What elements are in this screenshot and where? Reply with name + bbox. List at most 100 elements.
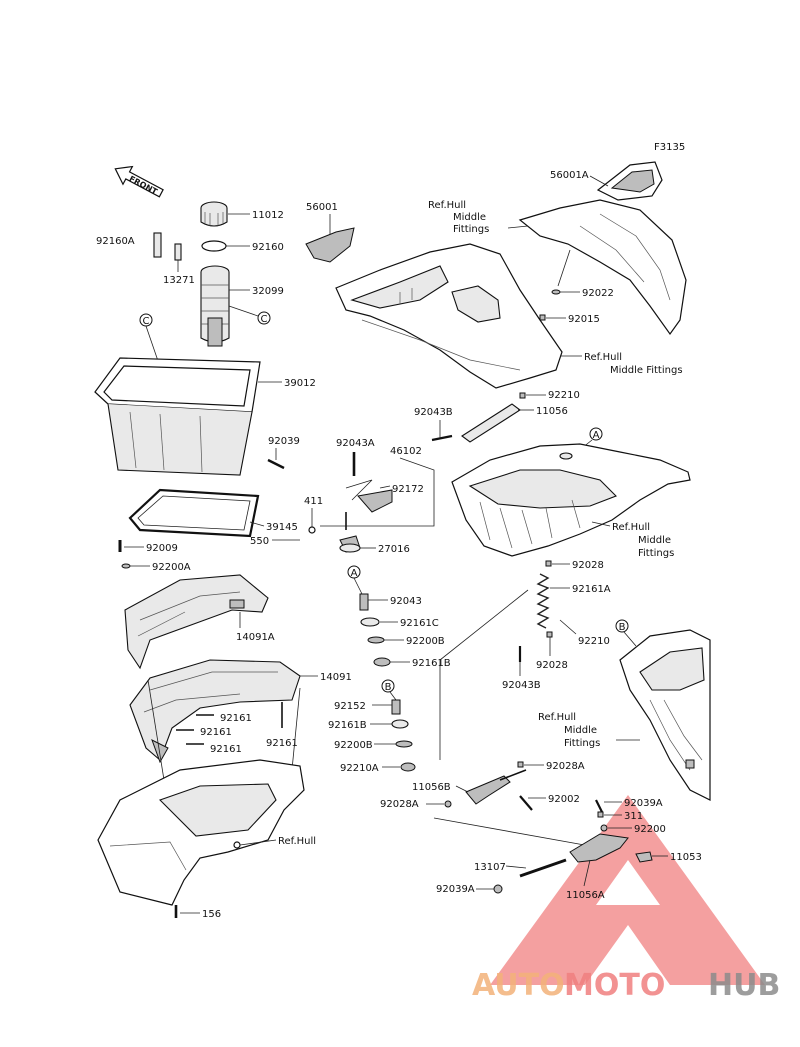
label-ref-hull-3b: Middle — [638, 535, 671, 546]
watermark-logo — [490, 795, 765, 985]
label-39012: 39012 — [284, 378, 316, 389]
part-cap-11012 — [200, 201, 228, 227]
callout-b-center: B — [381, 679, 395, 693]
part-cover-14091 — [129, 659, 301, 764]
svg-text:A: A — [351, 568, 358, 579]
label-92161A: 92161A — [572, 584, 611, 595]
part-cover-14091A — [124, 574, 269, 670]
label-ref-hull-1b: Middle — [453, 212, 486, 223]
part-link-11056B — [465, 769, 527, 805]
label-ref-hull-4a: Ref.Hull — [538, 712, 576, 723]
part-92015 — [539, 314, 546, 321]
part-92022 — [551, 289, 561, 295]
label-11056A: 11056A — [566, 890, 605, 901]
svg-text:C: C — [143, 316, 150, 327]
part-bolt-92039 — [267, 458, 285, 470]
label-92161-b: 92161 — [200, 727, 232, 738]
label-56001A: 56001A — [550, 170, 589, 181]
callout-a-right: A — [589, 427, 603, 441]
part-knob-27016 — [339, 535, 361, 553]
label-92043: 92043 — [390, 596, 422, 607]
label-550: 550 — [250, 536, 269, 547]
part-grill-56001 — [305, 227, 355, 263]
part-latch-92172 — [357, 489, 393, 513]
front-arrow-icon: FRONT — [114, 165, 164, 198]
label-92210A: 92210A — [340, 763, 379, 774]
label-92043B-1: 92043B — [414, 407, 453, 418]
label-411: 411 — [304, 496, 323, 507]
part-92200B-2 — [395, 740, 413, 748]
watermark-part-2: MOTO — [564, 968, 665, 1003]
watermark-part-1: AUTO — [472, 968, 565, 1003]
label-13271: 13271 — [163, 275, 195, 286]
part-92152 — [391, 699, 401, 715]
label-92172: 92172 — [392, 484, 424, 495]
label-92160A: 92160A — [96, 236, 135, 247]
part-catch-11056A — [569, 833, 629, 863]
callout-c-left: C — [139, 313, 153, 327]
label-ref-hull-1c: Fittings — [453, 224, 489, 235]
part-13271 — [174, 243, 182, 261]
label-11056: 11056 — [536, 406, 568, 417]
label-92210-1: 92210 — [548, 390, 580, 401]
hull-middle-section — [451, 443, 691, 557]
part-92210A — [400, 762, 416, 772]
part-shaft-92043 — [359, 593, 369, 611]
label-92028A-1: 92028A — [546, 761, 585, 772]
watermark-triangle-icon — [490, 795, 765, 985]
label-ref-hull-2b: Middle Fittings — [610, 365, 683, 376]
label-92043B-2: 92043B — [502, 680, 541, 691]
part-spring-92161A — [536, 573, 550, 629]
label-92200B-1: 92200B — [406, 636, 445, 647]
label-56001: 56001 — [306, 202, 338, 213]
label-92022: 92022 — [582, 288, 614, 299]
part-vent-56001A — [596, 161, 663, 201]
label-ref-hull-3a: Ref.Hull — [612, 522, 650, 533]
label-92161C: 92161C — [400, 618, 439, 629]
part-92161B-2 — [391, 719, 409, 729]
label-14091: 14091 — [320, 672, 352, 683]
front-label: FRONT — [127, 174, 159, 197]
label-92200B-2: 92200B — [334, 740, 373, 751]
label-92028-1: 92028 — [572, 560, 604, 571]
part-washer-92200A — [121, 563, 131, 569]
svg-text:A: A — [593, 430, 600, 441]
watermark-part-3: HUB — [708, 968, 780, 1003]
svg-text:C: C — [261, 314, 268, 325]
label-46102: 46102 — [390, 446, 422, 457]
callout-b-right: B — [615, 619, 629, 633]
label-92200A: 92200A — [152, 562, 191, 573]
label-13107: 13107 — [474, 862, 506, 873]
part-92161C — [360, 617, 380, 627]
label-ref-hull-3c: Fittings — [638, 548, 674, 559]
label-11056B: 11056B — [412, 782, 451, 793]
label-14091A: 14091A — [236, 632, 275, 643]
label-ref-hull-2a: Ref.Hull — [584, 352, 622, 363]
part-gasket-39145 — [128, 488, 260, 538]
label-92002: 92002 — [548, 794, 580, 805]
part-pin-13107 — [519, 858, 567, 878]
figure-code: F3135 — [654, 142, 685, 153]
label-311: 311 — [624, 811, 643, 822]
hull-lower-left — [97, 759, 305, 906]
label-ref-hull-lower: Ref.Hull — [278, 836, 316, 847]
part-storage-bin-39012 — [94, 357, 261, 476]
label-92160: 92160 — [252, 242, 284, 253]
part-411 — [308, 526, 316, 534]
label-32099: 32099 — [252, 286, 284, 297]
label-92039: 92039 — [268, 436, 300, 447]
label-92009: 92009 — [146, 543, 178, 554]
label-11053: 11053 — [670, 852, 702, 863]
part-92039A — [493, 884, 503, 894]
part-gasket-92160 — [201, 240, 227, 252]
label-11012: 11012 — [252, 210, 284, 221]
part-strap-92160A — [153, 232, 162, 258]
label-92028-2: 92028 — [536, 660, 568, 671]
label-156: 156 — [202, 909, 221, 920]
part-92161B-1 — [373, 657, 391, 667]
label-ref-hull-1a: Ref.Hull — [428, 200, 466, 211]
part-92200B-1 — [367, 636, 385, 644]
part-11053 — [635, 851, 653, 863]
label-92015: 92015 — [568, 314, 600, 325]
